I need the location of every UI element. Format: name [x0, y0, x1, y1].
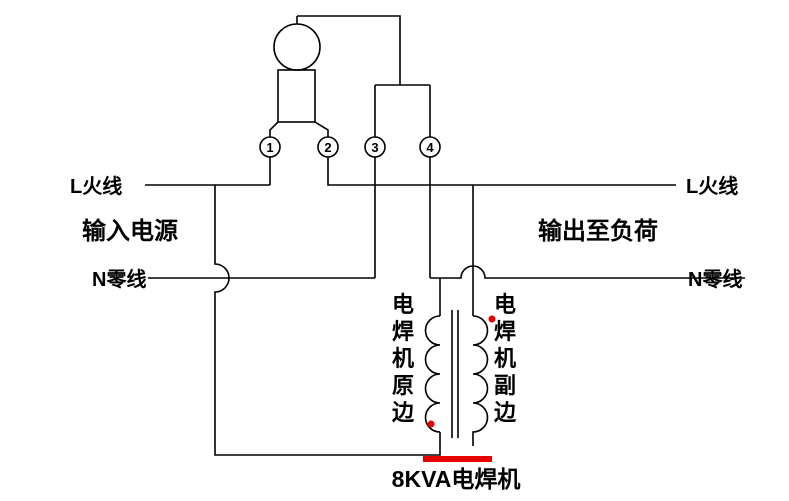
- wire-live-in: [145, 157, 271, 186]
- red-underline: [423, 456, 492, 462]
- label-live-left: L火线: [70, 174, 122, 198]
- label-secondary-char-2: 焊: [494, 319, 516, 344]
- wire-meter-top: [296, 15, 431, 137]
- wire-neutral-in: [148, 157, 376, 279]
- label-primary-char-4: 原: [392, 373, 414, 398]
- wires: [145, 15, 745, 456]
- diagram-title: 8KVA电焊机: [392, 466, 521, 492]
- label-secondary-char-5: 边: [493, 400, 517, 425]
- terminal-1-number: 1: [266, 140, 273, 155]
- meter-voltage-coil: [273, 23, 321, 71]
- label-neutral-right: N零线: [688, 267, 742, 291]
- polarity-dot-primary: [427, 420, 435, 428]
- label-secondary-char-3: 机: [494, 346, 516, 371]
- polarity-dot-secondary: [488, 315, 496, 323]
- secondary-winding: [472, 315, 489, 446]
- label-primary-char-5: 边: [391, 400, 415, 425]
- label-live-right: L火线: [686, 174, 738, 198]
- meter-coil-leads: [269, 121, 329, 137]
- terminal-3-number: 3: [371, 140, 378, 155]
- terminal-4-number: 4: [426, 140, 434, 155]
- label-neutral-left: N零线: [92, 267, 146, 291]
- meter-current-coil: [277, 69, 316, 123]
- wire-live-tap-to-primary: [214, 185, 441, 456]
- label-primary-char-2: 焊: [392, 319, 414, 344]
- terminal-2-number: 2: [324, 140, 331, 155]
- labels: 1 2 3 4 L火线 输入电源 N零线 L火线 输出至负荷 N零线 电 焊 机…: [70, 140, 742, 492]
- label-secondary-char-1: 电: [494, 292, 516, 317]
- primary-winding: [424, 315, 441, 433]
- red-annotations: [423, 315, 496, 462]
- label-primary-char-3: 机: [392, 346, 414, 371]
- label-secondary-char-4: 副: [494, 373, 516, 398]
- wire-live-out: [327, 157, 676, 186]
- label-primary-char-1: 电: [392, 292, 414, 317]
- transformer-core-lines: [451, 310, 459, 438]
- label-input-power: 输入电源: [82, 217, 178, 245]
- label-output-to-load: 输出至负荷: [538, 217, 658, 245]
